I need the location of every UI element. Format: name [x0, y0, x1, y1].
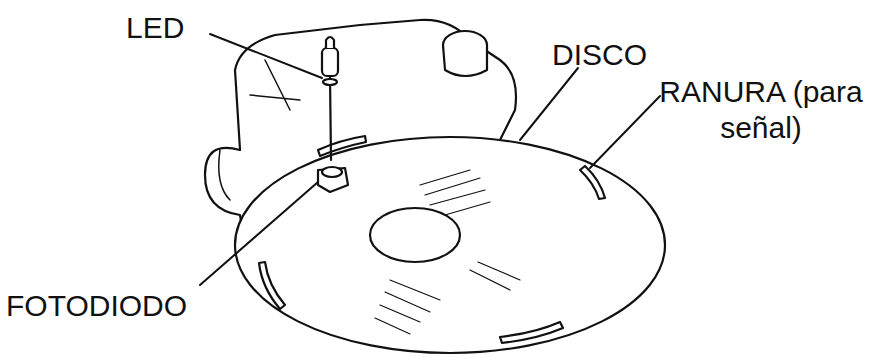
leader-line: [200, 34, 660, 285]
led-symbol: [322, 37, 338, 160]
disc: [235, 137, 665, 353]
part-label: LED: [126, 10, 216, 46]
photodiode-symbol: [318, 167, 348, 192]
part-label: DISCO: [552, 37, 682, 73]
housing-detail: [219, 150, 230, 200]
disc-slot: [259, 136, 605, 343]
housing: [235, 20, 516, 150]
part-label: FOTODIODO: [6, 288, 266, 324]
disc-shading: [375, 170, 520, 334]
part-label: RANURA (para señal): [646, 74, 876, 146]
housing-boss: [443, 45, 487, 76]
disc-hole: [370, 208, 460, 262]
housing-detail: [250, 60, 300, 110]
